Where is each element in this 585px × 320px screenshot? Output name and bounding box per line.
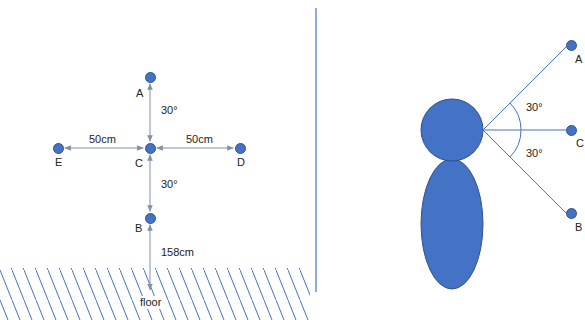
dimension-label: 30° (160, 104, 179, 116)
dimension-arrow (65, 148, 144, 149)
point-label: A (136, 87, 143, 100)
body-shape (421, 159, 483, 289)
point-label: C (576, 137, 584, 150)
dimension-arrow (150, 225, 151, 291)
point-label: B (135, 222, 142, 235)
dimension-label: 30° (160, 178, 179, 190)
dimension-arrow (157, 148, 234, 149)
point-dot (566, 40, 577, 51)
dimension-label: 158cm (160, 246, 195, 258)
point-dot (566, 125, 577, 136)
point-label: A (575, 53, 582, 66)
point-dot (145, 213, 156, 224)
floor-band: floor (0, 290, 310, 320)
point-label: D (237, 156, 245, 169)
angle-arc (510, 130, 521, 157)
floor-hatching (0, 268, 310, 320)
sight-line (483, 47, 566, 130)
sight-line (483, 130, 566, 131)
angle-label: 30° (526, 101, 543, 113)
point-label: E (55, 156, 62, 169)
head-shape (421, 99, 483, 161)
dimension-arrow (150, 155, 151, 212)
point-dot (235, 143, 246, 154)
floor-label: floor (138, 296, 163, 309)
dimension-label: 50cm (185, 133, 214, 145)
point-label: B (575, 221, 582, 234)
point-dot (145, 143, 156, 154)
sight-line (483, 130, 566, 213)
point-dot (53, 143, 64, 154)
dimension-label: 50cm (88, 133, 117, 145)
angle-label: 30° (526, 147, 543, 159)
point-dot (566, 208, 577, 219)
point-dot (145, 72, 156, 83)
angle-arc (510, 103, 521, 130)
point-label: C (135, 157, 143, 170)
wall-line (315, 8, 316, 292)
dimension-arrow (150, 84, 151, 142)
